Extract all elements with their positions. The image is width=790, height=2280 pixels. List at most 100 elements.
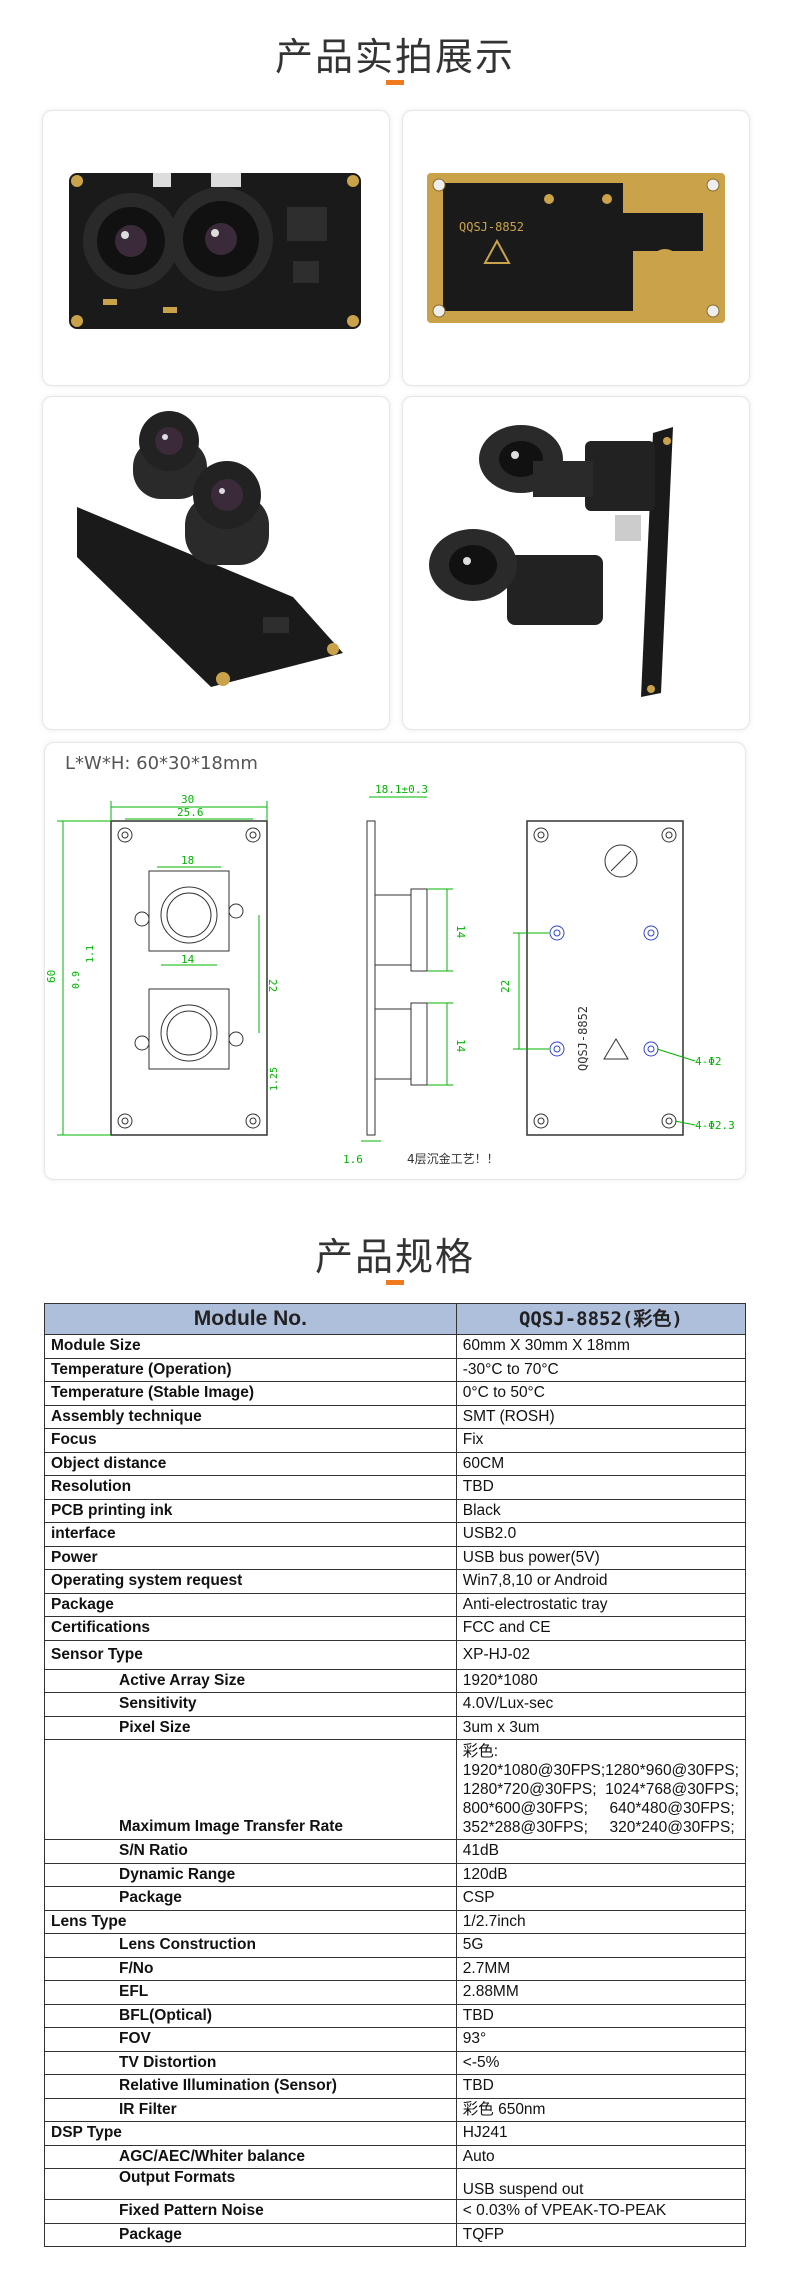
photo-board-front <box>42 110 390 386</box>
spec-table-header: Module No. QQSJ-8852(彩色) <box>44 1303 747 1335</box>
row-value: 2.88MM <box>455 1980 747 2005</box>
table-row: Relative Illumination (Sensor)TBD <box>44 2074 747 2099</box>
dim-14-side-a-label: 14 <box>454 925 467 939</box>
row-value: 60mm X 30mm X 18mm <box>455 1334 747 1359</box>
row-value: 3um x 3um <box>455 1715 747 1740</box>
row-key: Package <box>44 2222 457 2247</box>
row-key: Pixel Size <box>44 1715 457 1740</box>
dimension-drawing: L*W*H: 60*30*18mm 30 25.6 18 14 22 60 0.… <box>44 742 746 1180</box>
row-value: CSP <box>455 1886 747 1911</box>
row-value: -30°C to 70°C <box>455 1357 747 1382</box>
row-key: interface <box>44 1522 457 1547</box>
row-key: Module Size <box>44 1334 457 1359</box>
board-code-drawing: QQSJ-8852 <box>576 1006 590 1071</box>
row-key: Focus <box>44 1428 457 1453</box>
row-key: Package <box>44 1886 457 1911</box>
row-key: Active Array Size <box>44 1668 457 1693</box>
row-value: 5G <box>455 1933 747 1958</box>
dim-22-front-label: 22 <box>266 979 279 992</box>
row-key: Operating system request <box>44 1569 457 1594</box>
row-key: Object distance <box>44 1451 457 1476</box>
row-value: USB bus power(5V) <box>455 1545 747 1570</box>
row-value: SMT (ROSH) <box>455 1404 747 1429</box>
row-value: FCC and CE <box>455 1616 747 1641</box>
row-value: 彩色 650nm <box>455 2097 747 2122</box>
row-key: Lens Type <box>44 1909 457 1934</box>
row-key: AGC/AEC/Whiter balance <box>44 2144 457 2169</box>
dim-4-phi2-label: 4-Φ2 <box>695 1055 722 1068</box>
dim-0-9-label: 0.9 <box>71 971 82 989</box>
row-value: 93° <box>455 2027 747 2052</box>
dim-14-front-label: 14 <box>181 953 195 966</box>
row-value: <-5% <box>455 2050 747 2075</box>
row-value: Black <box>455 1498 747 1523</box>
table-row: Temperature (Stable Image)0°C to 50°C <box>44 1381 747 1406</box>
row-key: Output Formats <box>44 2168 457 2200</box>
row-key: BFL(Optical) <box>44 2003 457 2028</box>
row-key: EFL <box>44 1980 457 2005</box>
photo-board-side <box>402 396 750 730</box>
rate-line: 352*288@30FPS; 320*240@30FPS; <box>462 1819 735 1836</box>
row-value: 1/2.7inch <box>455 1909 747 1934</box>
row-key: F/No <box>44 1956 457 1981</box>
row-value: Auto <box>455 2144 747 2169</box>
dim-60-label: 60 <box>45 970 58 983</box>
header-value-cell: QQSJ-8852(彩色) <box>455 1303 747 1335</box>
dim-1-25-label: 1.25 <box>269 1067 280 1091</box>
row-key: S/N Ratio <box>44 1839 457 1864</box>
row-value: 60CM <box>455 1451 747 1476</box>
row-key: Resolution <box>44 1475 457 1500</box>
table-row: TV Distortion<-5% <box>44 2050 747 2075</box>
row-value: USB2.0 <box>455 1522 747 1547</box>
dim-18-1-label: 18.1±0.3 <box>375 783 428 796</box>
row-key: Sensitivity <box>44 1692 457 1717</box>
row-value: Win7,8,10 or Android <box>455 1569 747 1594</box>
row-value: < 0.03% of VPEAK-TO-PEAK <box>455 2199 747 2224</box>
rate-line: 800*600@30FPS; 640*480@30FPS; <box>462 1800 735 1817</box>
row-value: USB suspend out <box>455 2168 747 2200</box>
photos-section-title: 产品实拍展示 <box>274 35 515 79</box>
row-value: 2.7MM <box>455 1956 747 1981</box>
table-row: Fixed Pattern Noise< 0.03% of VPEAK-TO-P… <box>44 2199 747 2224</box>
row-value: TBD <box>455 2074 747 2099</box>
row-key: Certifications <box>44 1616 457 1641</box>
row-value: TBD <box>455 1475 747 1500</box>
photo-board-back: QQSJ-8852 <box>402 110 750 386</box>
row-key: DSP Type <box>44 2121 457 2146</box>
photo-board-angled <box>42 396 390 730</box>
row-value: XP-HJ-02 <box>455 1639 747 1670</box>
row-value: 41dB <box>455 1839 747 1864</box>
rate-line: 彩色: <box>462 1743 499 1760</box>
row-key: FOV <box>44 2027 457 2052</box>
dim-1-6-label: 1.6 <box>343 1153 363 1166</box>
row-key: Temperature (Operation) <box>44 1357 457 1382</box>
row-value: Anti-electrostatic tray <box>455 1592 747 1617</box>
dim-14-side-b-label: 14 <box>454 1039 467 1053</box>
rate-line: 1920*1080@30FPS;1280*960@30FPS; <box>462 1762 739 1779</box>
row-key: Assembly technique <box>44 1404 457 1429</box>
table-row: Temperature (Operation)-30°C to 70°C <box>44 1357 747 1382</box>
row-value: TBD <box>455 2003 747 2028</box>
dim-18-label: 18 <box>181 854 194 867</box>
row-key: Relative Illumination (Sensor) <box>44 2074 457 2099</box>
row-key: Power <box>44 1545 457 1570</box>
dim-4-phi2-3-label: 4-Φ2.3 <box>695 1119 735 1132</box>
